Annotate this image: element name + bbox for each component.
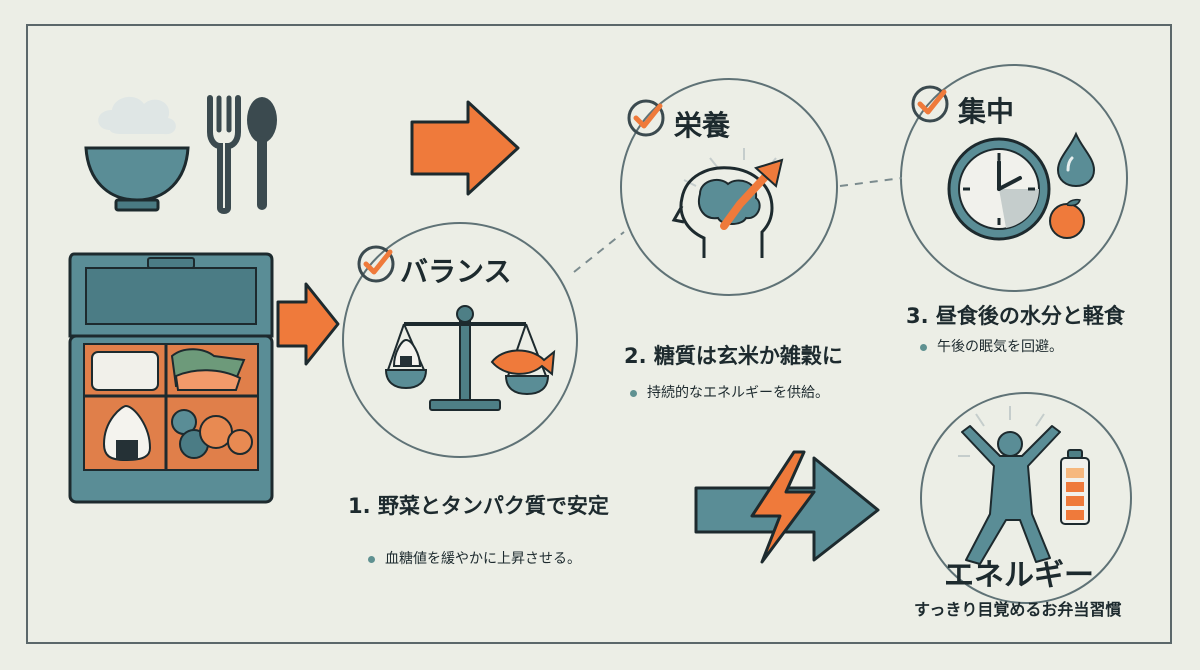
balance-scale-icon [384,305,556,411]
frame-border [26,24,1172,644]
energy-title: エネルギー [944,558,1094,593]
battery-icon [1060,449,1090,525]
water-drop-icon [1056,131,1096,188]
balance-circle [342,222,578,458]
nutrition-title: 栄養 [674,109,731,142]
step-3-heading: 3. 昼食後の水分と軽食 [906,304,1125,328]
step-3-bullet: 午後の眠気を回避。 [920,336,1063,356]
step-3-bullet-text: 午後の眠気を回避。 [937,339,1063,355]
step-1-bullet: 血糖値を緩やかに上昇させる。 [368,548,581,568]
step-2-bullet: 持続的なエネルギーを供給。 [630,382,829,402]
focus-check-icon [911,85,949,123]
focus-title: 集中 [958,95,1015,128]
arrow-top-icon [410,100,520,196]
brain-head-icon [671,148,784,258]
balance-title: バランス [400,255,512,288]
bullet-dot [368,555,375,563]
step-1-bullet-text: 血糖値を緩やかに上昇させる。 [385,551,581,567]
bento-box-icon [68,252,274,504]
bullet-dot [920,343,927,351]
step-2-bullet-text: 持続的なエネルギーを供給。 [647,385,829,401]
energy-tagline: すっきり目覚めるお弁当習慣 [914,600,1122,619]
balance-check-icon [357,245,395,283]
orange-icon [1049,198,1085,239]
step-1-heading: 1. 野菜とタンパク質で安定 [348,494,609,518]
nutrition-check-icon [627,99,665,137]
clock-icon [947,137,1051,241]
arrow-middle-icon [276,282,340,366]
bullet-dot [630,389,637,397]
nutrition-circle [620,78,838,296]
step-2-heading: 2. 糖質は玄米か雑穀に [624,344,843,368]
fork-icon [207,95,241,214]
energetic-person-icon [958,406,1061,565]
spoon-icon [247,97,277,210]
rice-bowl-icon [84,96,190,212]
energy-circle [920,392,1132,604]
energy-flow-arrow-icon [694,450,880,564]
